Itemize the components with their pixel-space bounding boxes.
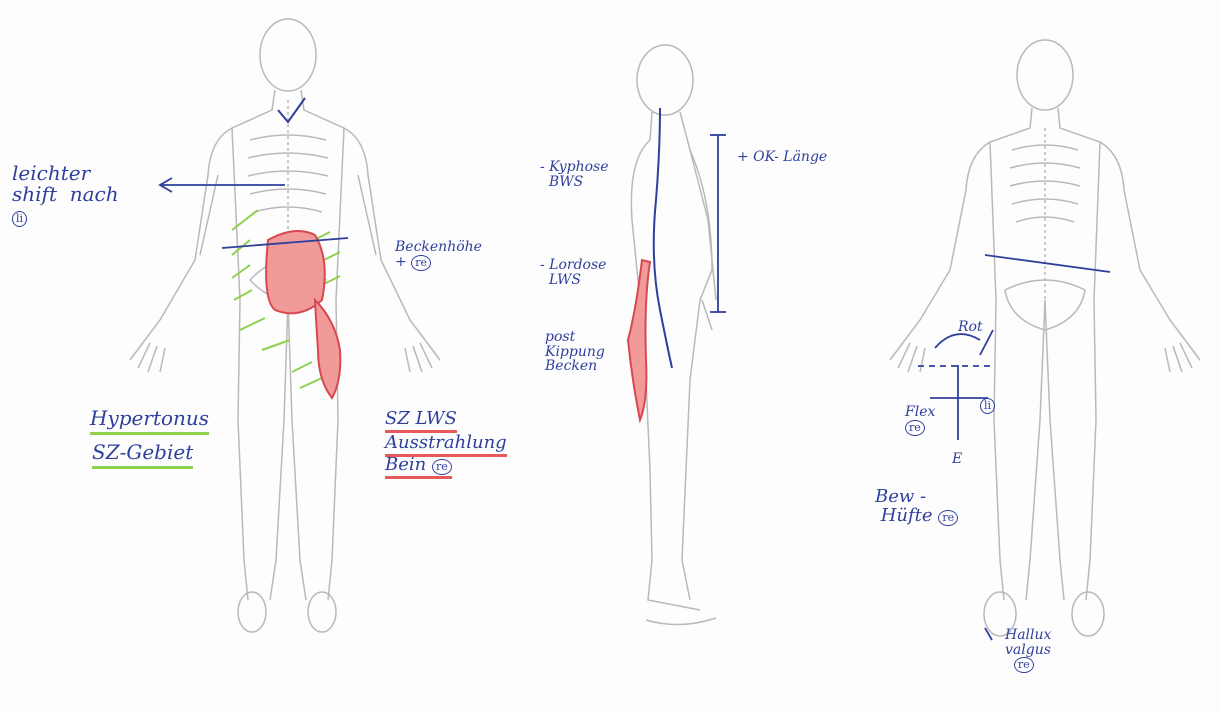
lordose-line2: LWS [549, 272, 581, 288]
tilt-line3: Becken [545, 358, 597, 374]
flex-note: Flex re [905, 405, 935, 436]
pelvis-height-label: Beckenhöhe [395, 239, 482, 255]
back-view-markings [160, 98, 348, 398]
lordose-line1: - Lordose [540, 257, 606, 273]
hallux-line2: valgus [1005, 642, 1051, 658]
front-view-figure [890, 40, 1200, 636]
kyphose-line2: BWS [549, 174, 583, 190]
shift-side-marker: li [12, 211, 27, 227]
front-view-markings [918, 255, 1110, 640]
sz-radiation-note-3: Bein re [385, 456, 452, 475]
spine-line [654, 108, 672, 368]
hypertonus-line1: Hypertonus [90, 406, 209, 435]
sz-radiation-note: SZ LWS [385, 410, 457, 429]
hallux-line1: Hallux [1005, 627, 1051, 643]
kyphose-line1: - Kyphose [540, 159, 609, 175]
hip-line1: Bew - [875, 486, 926, 507]
extension-label: E [952, 452, 962, 467]
kyphose-note: - Kyphose BWS [540, 160, 609, 189]
neck-checkmark [278, 98, 305, 122]
hallux-side-marker: re [1014, 657, 1034, 673]
flex-side-marker: re [905, 420, 925, 436]
shift-note: leichter shift nach li [12, 163, 119, 227]
sz-radiation-note-2: Ausstrahlung [385, 434, 507, 453]
sz-side-marker: re [432, 459, 452, 475]
li-marker-wrap: li [980, 398, 995, 414]
hypertonus-note: Hypertonus [90, 408, 209, 429]
pelvis-obliquity-line [985, 255, 1110, 272]
shift-note-line2: shift nach [12, 182, 119, 206]
hip-line2: Hüfte [881, 505, 933, 526]
pelvis-side-marker: re [411, 255, 431, 271]
length-note: + OK- Länge [737, 150, 827, 165]
sz-line3: Bein [385, 454, 426, 475]
rotation-arrow [935, 334, 980, 348]
lordose-note: - Lordose LWS [540, 258, 606, 287]
hallux-note: Hallux valgus re [1005, 628, 1051, 673]
hip-side-marker: re [938, 510, 958, 526]
hip-motion-note: Bew - Hüfte re [875, 488, 958, 526]
li-side-marker: li [980, 398, 995, 414]
hypertonus-note-2: SZ-Gebiet [92, 442, 193, 463]
flex-label: Flex [905, 404, 935, 420]
rotation-label: Rot [958, 320, 983, 335]
sz-line1: SZ LWS [385, 408, 457, 433]
back-view-figure [130, 19, 440, 632]
pelvic-tilt-note: post Kippung Becken [545, 330, 605, 374]
pelvis-height-note: Beckenhöhe + re [395, 240, 482, 271]
tilt-line2: Kippung [545, 344, 605, 360]
hypertonus-line2: SZ-Gebiet [92, 440, 193, 469]
tilt-line1: post [545, 329, 575, 345]
